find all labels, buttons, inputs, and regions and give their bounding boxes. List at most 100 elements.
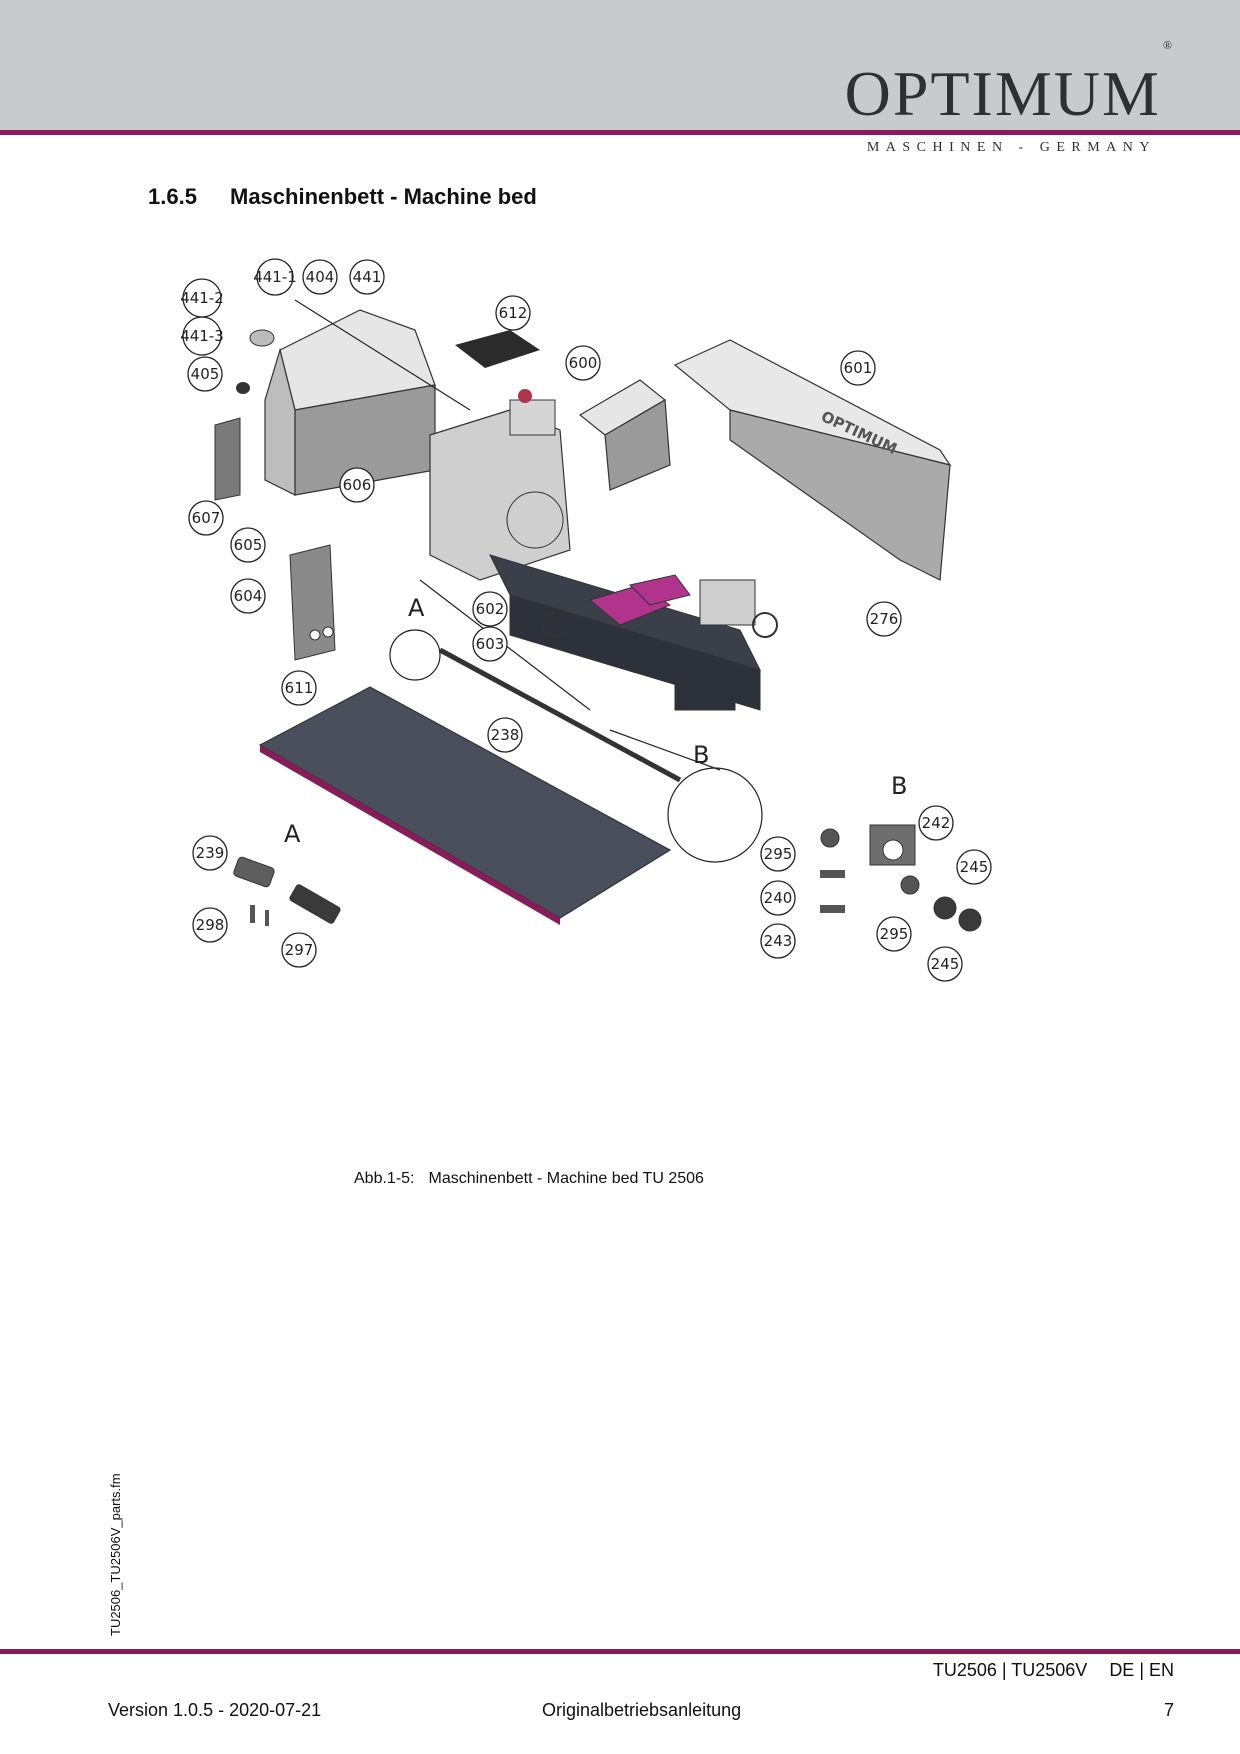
header-band — [0, 0, 1240, 130]
svg-text:276: 276 — [870, 610, 899, 628]
headstock-cover — [264, 309, 436, 496]
caption-text: Maschinenbett - Machine bed TU 2506 — [428, 1170, 704, 1187]
callout-612: 612 — [495, 295, 531, 331]
callout-607: 607 — [188, 500, 224, 536]
part-240 — [820, 870, 845, 878]
languages: DE | EN — [1109, 1660, 1174, 1680]
page-number: 7 — [1163, 1700, 1174, 1720]
callout-298: 298 — [192, 907, 228, 943]
svg-text:607: 607 — [192, 509, 221, 527]
svg-text:404: 404 — [306, 268, 335, 286]
svg-text:245: 245 — [931, 955, 960, 973]
callout-441: 441 — [349, 259, 385, 295]
svg-text:295: 295 — [880, 925, 909, 943]
callout-600: 600 — [565, 345, 601, 381]
panel-612 — [455, 330, 540, 368]
svg-text:600: 600 — [569, 354, 598, 372]
detail-letter-a: A — [284, 820, 301, 848]
chip-tray — [258, 686, 672, 925]
panel-604 — [289, 544, 336, 661]
callout-404: 404 — [302, 259, 338, 295]
callout-441-3: 441-3 — [180, 316, 224, 356]
callout-441-2: 441-2 — [180, 278, 224, 318]
handwheel-icon — [752, 612, 778, 638]
detail-b-circle — [667, 767, 763, 863]
part-295 — [820, 828, 840, 848]
svg-text:297: 297 — [285, 941, 314, 959]
header-rule — [0, 130, 1240, 135]
svg-text:240: 240 — [764, 889, 793, 907]
callout-239: 239 — [192, 835, 228, 871]
svg-text:441: 441 — [353, 268, 382, 286]
callout-611: 611 — [281, 670, 317, 706]
detail-letter-a: A — [408, 594, 425, 622]
brand-tagline: MASCHINEN - GERMANY — [866, 140, 1156, 155]
svg-text:238: 238 — [491, 726, 520, 744]
part-298 — [250, 905, 255, 923]
part-297 — [265, 910, 269, 926]
figure-caption: Abb.1-5: Maschinenbett - Machine bed TU 2… — [354, 1170, 704, 1188]
lead-screw — [438, 647, 682, 783]
part-245 — [933, 896, 957, 920]
detail-a-circle — [389, 629, 441, 681]
panel-hole — [322, 626, 334, 638]
motor-cover — [578, 379, 671, 491]
footer-rule — [0, 1649, 1240, 1654]
cover-window — [249, 329, 275, 347]
carriage — [629, 574, 691, 606]
svg-text:441-3: 441-3 — [180, 327, 224, 345]
detail-letter-b: B — [891, 772, 907, 800]
callout-245: 245 — [927, 946, 963, 982]
svg-text:245: 245 — [960, 858, 989, 876]
brand-logo: OPTIMUM® — [845, 39, 1174, 126]
svg-text:602: 602 — [476, 600, 505, 618]
callout-295: 295 — [760, 836, 796, 872]
callout-605: 605 — [230, 527, 266, 563]
caption-label: Abb.1-5: — [354, 1170, 415, 1187]
callout-603: 603 — [472, 626, 508, 662]
svg-text:612: 612 — [499, 304, 528, 322]
svg-text:611: 611 — [285, 679, 314, 697]
registered-mark: ® — [1162, 37, 1174, 52]
chip-guard: OPTIMUM — [673, 339, 952, 581]
assembly-line — [294, 299, 471, 411]
svg-text:242: 242 — [922, 814, 951, 832]
part-295 — [900, 875, 920, 895]
callout-276: 276 — [866, 601, 902, 637]
callout-238: 238 — [487, 717, 523, 753]
panel-607 — [214, 417, 241, 501]
exploded-parts-diagram: OPTIMUM A B A — [180, 258, 992, 982]
svg-text:243: 243 — [764, 932, 793, 950]
panel-hole — [309, 629, 321, 641]
part-239 — [233, 856, 275, 888]
chuck — [506, 491, 564, 549]
callout-242: 242 — [918, 805, 954, 841]
source-filename: TU2506_TU2506V_parts.fm — [108, 1473, 123, 1636]
part-245 — [958, 908, 982, 932]
callout-297: 297 — [281, 932, 317, 968]
callout-245: 245 — [956, 849, 992, 885]
footer-models: TU2506 | TU2506V DE | EN — [933, 1660, 1174, 1681]
callout-243: 243 — [760, 923, 796, 959]
svg-text:295: 295 — [764, 845, 793, 863]
emergency-stop-icon — [518, 389, 532, 403]
callout-405: 405 — [187, 356, 223, 392]
svg-text:405: 405 — [191, 365, 220, 383]
brand-name: OPTIMUM — [844, 58, 1161, 129]
handwheel-icon — [542, 612, 568, 638]
part-detail-a — [289, 884, 341, 924]
svg-text:239: 239 — [196, 844, 225, 862]
svg-text:604: 604 — [234, 587, 263, 605]
svg-text:298: 298 — [196, 916, 225, 934]
section-number: 1.6.5 — [148, 184, 197, 209]
detail-letter-b: B — [693, 741, 709, 769]
lathe-body — [429, 389, 778, 711]
model-names: TU2506 | TU2506V — [932, 1660, 1088, 1680]
svg-text:605: 605 — [234, 536, 263, 554]
callout-441-1: 441-1 — [253, 258, 297, 296]
footer-document-type: Originalbetriebsanleitung — [542, 1700, 742, 1720]
assembly-line — [609, 729, 721, 771]
callout-295: 295 — [876, 916, 912, 952]
cover-knob — [236, 382, 250, 394]
